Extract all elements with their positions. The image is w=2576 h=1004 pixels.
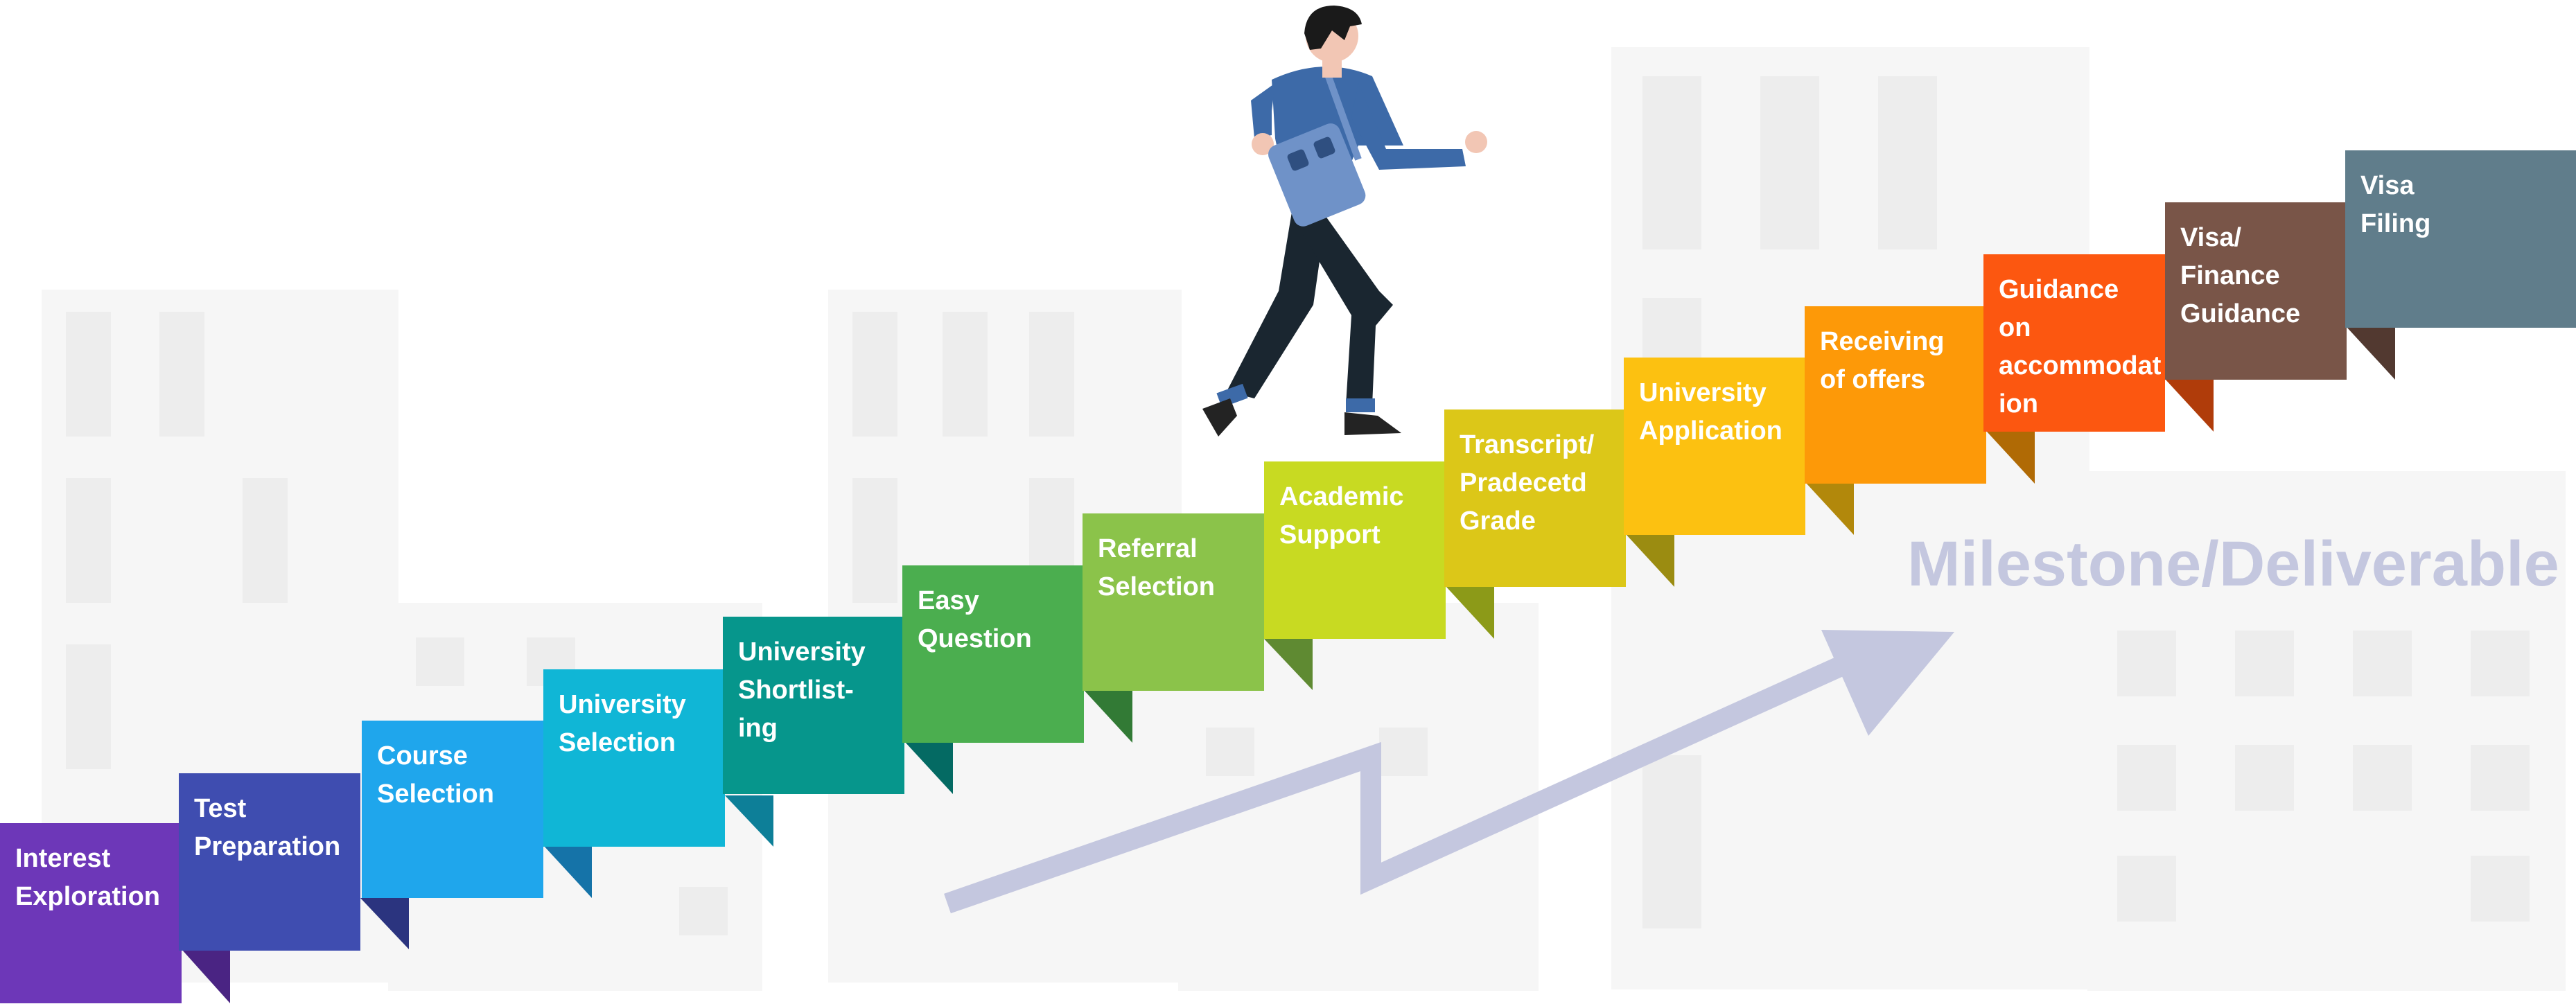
building-window: [1642, 76, 1701, 249]
building-window: [1379, 728, 1428, 776]
step-label: Receiving of offers: [1820, 327, 1945, 394]
step-10: University Application: [1624, 358, 1805, 535]
step-label: Interest Exploration: [15, 844, 161, 911]
step-label: University Selection: [559, 690, 686, 757]
building-window: [2117, 856, 2176, 922]
step-label: Test Preparation: [194, 794, 341, 861]
building-window: [1206, 728, 1254, 776]
step-13: Visa/ Finance Guidance: [2165, 202, 2347, 380]
step-09: Transcript/ Pradecetd Grade: [1444, 409, 1626, 587]
step-label: Visa/ Finance Guidance: [2180, 223, 2301, 328]
milestone-title: Milestone/Deliverable: [1907, 529, 2559, 599]
step-07: Referral Selection: [1083, 513, 1264, 691]
step-11: Receiving of offers: [1805, 306, 1986, 484]
step-05-fold: [904, 741, 953, 794]
step-02: Test Preparation: [179, 773, 360, 951]
step-label: Course Selection: [377, 741, 494, 809]
running-student-icon: [1202, 6, 1487, 437]
step-04: University Selection: [543, 669, 725, 847]
step-label: Academic Support: [1279, 482, 1404, 549]
step-12: Guidance on accommodat ion: [1983, 254, 2165, 432]
building-window: [2117, 745, 2176, 811]
step-03: Course Selection: [362, 721, 543, 898]
step-02-fold: [360, 898, 409, 949]
step-04-fold: [725, 795, 773, 847]
building-window: [679, 887, 728, 935]
step-06-fold: [1084, 690, 1132, 743]
step-10-fold: [1805, 482, 1854, 535]
building-window: [2353, 631, 2412, 696]
step-05: University Shortlist- ing: [723, 617, 904, 794]
step-label: University Application: [1639, 378, 1782, 446]
step-03-fold: [543, 845, 592, 898]
step-label: Transcript/ Pradecetd Grade: [1460, 430, 1595, 536]
building-window: [1642, 755, 1701, 928]
building-window: [1878, 76, 1937, 249]
building-window: [943, 312, 988, 437]
step-label: Referral Selection: [1098, 534, 1215, 601]
step-label: Visa Filing: [2360, 171, 2431, 238]
building-window: [159, 312, 204, 437]
step-14: Visa Filing: [2345, 150, 2576, 328]
building-window: [2235, 745, 2294, 811]
building-window: [2235, 631, 2294, 696]
building-window: [243, 478, 288, 603]
step-09-fold: [1626, 534, 1674, 587]
building-window: [2117, 631, 2176, 696]
building-window: [416, 637, 464, 686]
step-01: Interest Exploration: [0, 823, 182, 1003]
step-07-fold: [1264, 639, 1313, 690]
step-label: Easy Question: [918, 586, 1032, 653]
building-window: [2471, 856, 2530, 922]
building-window: [1760, 76, 1819, 249]
step-08: Academic Support: [1264, 461, 1446, 639]
building-window: [2353, 745, 2412, 811]
step-11-fold: [1986, 431, 2035, 484]
building-window: [852, 312, 897, 437]
building-window: [2471, 631, 2530, 696]
building-window: [66, 478, 111, 603]
building-window: [852, 478, 897, 603]
step-13-fold: [2347, 327, 2395, 380]
step-12-fold: [2165, 379, 2214, 432]
step-06: Easy Question: [902, 565, 1084, 743]
building-window: [1029, 312, 1074, 437]
step-01-fold: [182, 949, 230, 1003]
step-label: University Shortlist- ing: [738, 637, 866, 743]
step-08-fold: [1446, 586, 1494, 639]
step-label: Guidance on accommodat ion: [1999, 275, 2162, 419]
building-window: [66, 644, 111, 769]
building-window: [66, 312, 111, 437]
building-window: [2471, 745, 2530, 811]
